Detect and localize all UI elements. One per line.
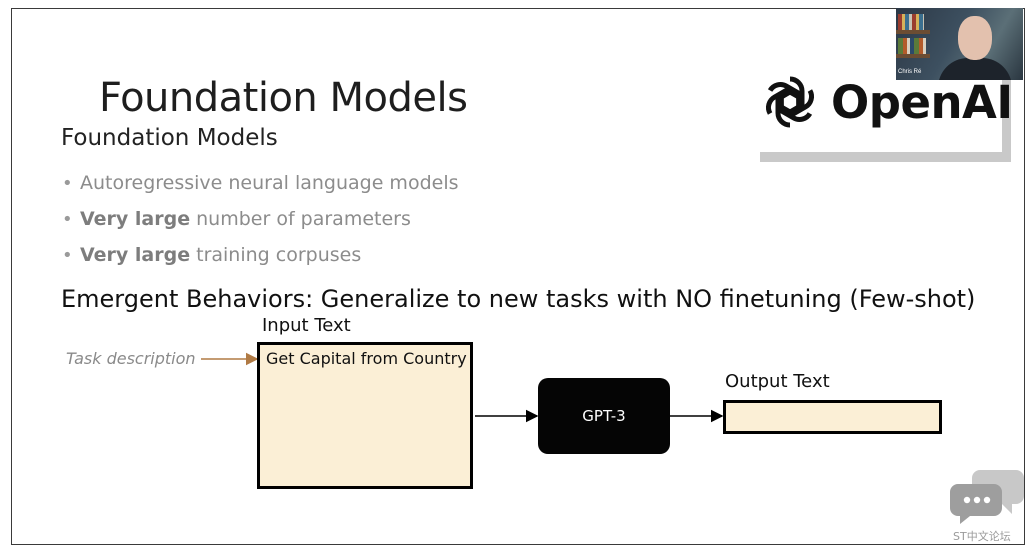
bullet-item: • Autoregressive neural language models <box>62 165 459 201</box>
openai-wordmark: OpenAI <box>831 76 1013 129</box>
output-text-box <box>723 400 942 434</box>
bullet-item: • Very large training corpuses <box>62 237 459 273</box>
gpt3-model-box: GPT-3 <box>538 378 670 454</box>
bullet-item: • Very large number of parameters <box>62 201 459 237</box>
slide-title: Foundation Models <box>99 75 468 121</box>
chat-bubbles-icon <box>950 470 1024 524</box>
presenter-head <box>958 16 992 60</box>
emergent-heading: Emergent Behaviors: Generalize to new ta… <box>61 285 976 313</box>
webcam-overlay[interactable]: Chris Ré <box>896 8 1023 80</box>
openai-icon <box>766 76 814 128</box>
bullet-text: number of parameters <box>196 208 411 230</box>
watermark-text: ST中文论坛 <box>953 530 1011 543</box>
logo-face: OpenAI <box>752 64 1013 152</box>
openai-logo-card: OpenAI <box>752 64 1013 162</box>
task-description-label: Task description <box>66 349 196 368</box>
presenter-body <box>938 58 1012 80</box>
bookshelf <box>896 54 930 58</box>
gpt3-label: GPT-3 <box>582 407 626 425</box>
slide-subtitle: Foundation Models <box>61 125 278 151</box>
bullet-dot-icon: • <box>62 208 73 230</box>
bookshelf-books <box>898 14 924 30</box>
bookshelf <box>896 30 930 34</box>
bullet-list: • Autoregressive neural language models … <box>62 165 459 273</box>
bookshelf-books <box>898 38 926 54</box>
webcam-name-label: Chris Ré <box>898 69 922 75</box>
input-text-box: Get Capital from Country <box>257 342 473 489</box>
bullet-bold: Very large <box>80 244 191 266</box>
input-text-label: Input Text <box>262 315 351 336</box>
bullet-text: Autoregressive neural language models <box>80 172 459 194</box>
bullet-dot-icon: • <box>62 244 73 266</box>
input-text-content: Get Capital from Country <box>266 349 467 368</box>
bullet-text: training corpuses <box>196 244 362 266</box>
output-text-label: Output Text <box>725 371 830 392</box>
bullet-bold: Very large <box>80 208 191 230</box>
bullet-dot-icon: • <box>62 172 73 194</box>
